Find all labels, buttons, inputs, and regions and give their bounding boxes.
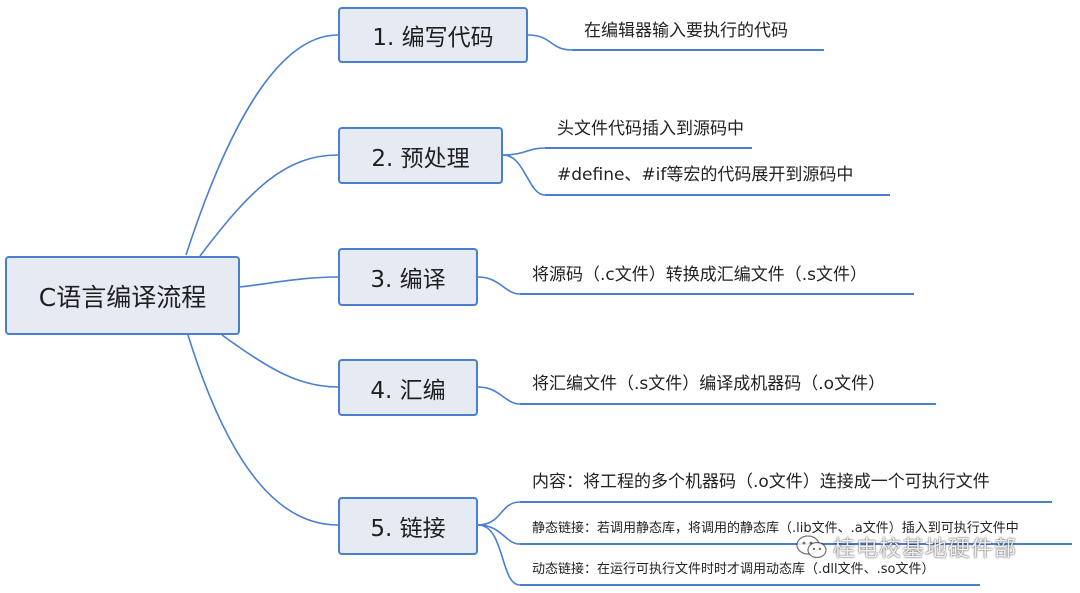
step4-detail-1[interactable]: 将汇编文件（.s文件）编译成机器码（.o文件） <box>532 374 886 394</box>
connector-step4-detail1 <box>477 386 521 405</box>
step2-detail-2[interactable]: #define、#if等宏的代码展开到源码中 <box>557 165 854 185</box>
connector-step5-detail3 <box>477 524 521 586</box>
root-node[interactable]: C语言编译流程 <box>5 256 240 335</box>
watermark-text: 桂电校基地硬件部 <box>833 537 1018 562</box>
wechat-icon <box>796 535 827 559</box>
step-label-2: 2. 预处理 <box>371 145 470 172</box>
connector-step2-detail1 <box>502 147 546 156</box>
connector-step3-detail1 <box>477 276 521 295</box>
step-label-3: 3. 编译 <box>370 267 446 293</box>
watermark: 桂电校基地硬件部 <box>795 531 1017 563</box>
step-label-4: 4. 汇编 <box>370 377 446 404</box>
step-node-4[interactable]: 4. 汇编 <box>338 359 478 416</box>
step-node-3[interactable]: 3. 编译 <box>338 248 478 306</box>
connector-root-step5 <box>187 334 339 526</box>
connector-root-step4 <box>221 334 339 388</box>
connector-step5-detail1 <box>477 501 521 526</box>
connector-root-step1 <box>185 34 339 256</box>
step3-detail-1[interactable]: 将源码（.c文件）转换成汇编文件（.s文件） <box>532 265 868 285</box>
step5-detail-2[interactable]: 静态链接：若调用静态库，将调用的静态库（.lib文件、.a文件）插入到可执行文件… <box>532 521 1019 536</box>
step5-detail-1[interactable]: 内容：将工程的多个机器码（.o文件）连接成一个可执行文件 <box>532 472 990 492</box>
step1-detail-1[interactable]: 在编辑器输入要执行的代码 <box>584 21 788 41</box>
step-node-5[interactable]: 5. 链接 <box>338 497 478 555</box>
connector-step1-detail1 <box>527 34 573 51</box>
connector-root-step2 <box>199 154 339 257</box>
step-node-1[interactable]: 1. 编写代码 <box>338 7 528 63</box>
connector-root-step3 <box>239 276 339 288</box>
root-label: C语言编译流程 <box>38 282 207 312</box>
step2-detail-1[interactable]: 头文件代码插入到源码中 <box>557 119 744 139</box>
step5-detail-3[interactable]: 动态链接：在运行可执行文件时时才调用动态库（.dll文件、.so文件） <box>532 562 935 577</box>
connector-step2-detail2 <box>502 154 546 196</box>
step-label-5: 5. 链接 <box>370 516 446 542</box>
step-node-2[interactable]: 2. 预处理 <box>338 127 503 184</box>
step-label-1: 1. 编写代码 <box>372 25 494 51</box>
connector-step5-detail2 <box>477 524 521 545</box>
